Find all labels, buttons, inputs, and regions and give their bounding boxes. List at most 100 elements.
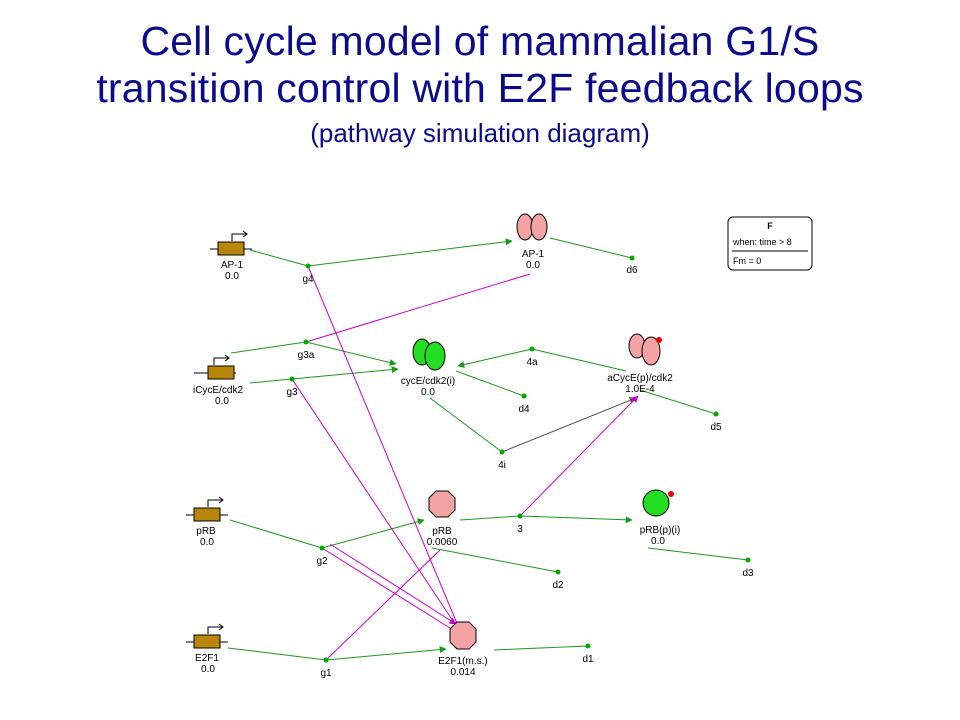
arc-g3a-cyce — [305, 341, 397, 366]
reaction-node-3[interactable] — [517, 513, 523, 519]
reaction-label-d1: d1 — [582, 654, 594, 665]
arc-prbp-d3 — [647, 547, 749, 561]
gene-box — [207, 365, 235, 380]
species-cyce[interactable]: cycE/cdk2(i) 0.0 — [401, 338, 455, 398]
reaction-node-g1[interactable] — [323, 657, 329, 663]
gene-label: AP-1 — [221, 260, 244, 271]
promoter-arrow-icon — [207, 499, 222, 507]
green-arcs — [227, 237, 749, 661]
species-prb[interactable]: pRB 0.0060 — [427, 490, 458, 548]
reaction-node-g2[interactable] — [319, 545, 325, 551]
phospho-icon — [668, 491, 674, 497]
reaction-label-d4: d4 — [518, 404, 530, 415]
species-value: 0.0060 — [427, 537, 458, 548]
gene-label: iCycE/cdk2 — [193, 385, 243, 396]
arc-acyce-d5 — [639, 389, 717, 415]
reg-e2f1-g4 — [307, 265, 459, 627]
gene-box — [193, 507, 221, 522]
species-label: cycE/cdk2(i) — [401, 376, 455, 387]
arc-4a-cyce — [457, 348, 533, 369]
function-box[interactable]: F when: time > 8 Fm = 0 — [727, 216, 813, 271]
reg-e2f1-g2 — [321, 547, 451, 629]
promoter-arrow-icon — [213, 357, 228, 365]
species-e2f1[interactable]: E2F1(m.s.) 0.014 — [438, 621, 488, 678]
arc-icyce-g3a — [230, 341, 307, 354]
arc-prb-d2 — [431, 547, 559, 573]
reaction-label-d3: d3 — [742, 568, 754, 579]
reg-ap1-g3a — [305, 273, 531, 343]
gene-value: 0.0 — [201, 664, 215, 675]
reg-g2-e2f1 — [329, 543, 457, 625]
reaction-label-3: 3 — [517, 524, 523, 535]
gene-box — [193, 634, 221, 649]
species-label: aCycE(p)/cdk2 — [607, 373, 673, 384]
gene-ap1[interactable]: AP-1 0.0 — [210, 230, 252, 282]
arc-cyce-d4 — [455, 370, 525, 397]
title-block: Cell cycle model of mammalian G1/S trans… — [0, 18, 960, 150]
species-label: pRB(p)(i) — [640, 525, 681, 536]
arc-cyce-4i — [429, 397, 503, 453]
species-value: 0.0 — [651, 536, 665, 547]
species-value: 0.014 — [450, 667, 475, 678]
species-ap1[interactable]: AP-1 0.0 — [516, 213, 548, 271]
reg-prb-g1 — [325, 549, 441, 661]
arc-4i-acyce — [501, 397, 637, 453]
species-value: 0.0 — [526, 260, 540, 271]
reaction-node-d5[interactable] — [713, 411, 719, 417]
reaction-node-d6[interactable] — [629, 255, 635, 261]
reaction-label-g3a: g3a — [298, 350, 315, 361]
gene-prb[interactable]: pRB 0.0 — [186, 496, 228, 548]
gene-icyce[interactable]: iCycE/cdk2 0.0 — [193, 354, 243, 407]
reaction-node-g3[interactable] — [289, 376, 295, 382]
gene-value: 0.0 — [225, 271, 239, 282]
reaction-label-g2: g2 — [316, 556, 328, 567]
arc-g1-e2f1 — [325, 646, 447, 661]
species-acyce[interactable]: aCycE(p)/cdk2 1.0E-4 — [607, 333, 673, 395]
species-prbp[interactable]: pRB(p)(i) 0.0 — [640, 489, 681, 547]
title-line-2: transition control with E2F feedback loo… — [96, 65, 864, 111]
gene-value: 0.0 — [215, 396, 229, 407]
reaction-label-d2: d2 — [552, 580, 564, 591]
species-value: 1.0E-4 — [625, 384, 655, 395]
subtitle: (pathway simulation diagram) — [310, 118, 650, 148]
magenta-arcs — [291, 265, 639, 661]
reaction-label-g3: g3 — [286, 387, 298, 398]
protein-icon — [424, 341, 446, 371]
reaction-label-4i: 4i — [498, 460, 506, 471]
protein-icon — [641, 336, 661, 366]
gene-value: 0.0 — [200, 537, 214, 548]
reg-e2f1-g3 — [291, 378, 456, 625]
arc-3-prbp — [519, 515, 633, 524]
reaction-label-g1: g1 — [320, 668, 332, 679]
arc-g3-cyce — [291, 366, 399, 380]
reaction-label-g4: g4 — [302, 274, 314, 285]
reaction-labels: g4 d6 g3a g3 4a d4 d5 4i g2 3 d2 d3 g1 d… — [286, 265, 754, 679]
arc-e2f1-d1 — [493, 645, 589, 651]
phospho-icon — [656, 337, 662, 343]
reaction-label-d6: d6 — [626, 265, 638, 276]
arc-prbgene-g2 — [229, 519, 323, 549]
arc-ap1-d6 — [549, 237, 633, 259]
arc-icyce-g3 — [249, 378, 293, 384]
reaction-node-d4[interactable] — [521, 393, 527, 399]
reaction-node-4a[interactable] — [529, 346, 535, 352]
function-assignment: Fm = 0 — [733, 256, 761, 266]
reaction-node-4i[interactable] — [499, 449, 505, 455]
reaction-node-d2[interactable] — [555, 569, 561, 575]
reaction-nodes — [289, 255, 751, 663]
reaction-node-d1[interactable] — [585, 643, 591, 649]
protein-icon — [449, 621, 477, 650]
arc-acyce-4a — [531, 348, 627, 372]
arc-g2-prb — [321, 518, 425, 549]
reaction-node-g3a[interactable] — [303, 339, 309, 345]
reg-3-acyce — [519, 395, 639, 517]
gene-e2f1[interactable]: E2F1 0.0 — [186, 623, 228, 675]
gene-box — [217, 241, 245, 256]
protein-icon — [428, 490, 456, 518]
species-label: pRB — [432, 526, 452, 537]
reaction-node-d3[interactable] — [745, 557, 751, 563]
reaction-node-g4[interactable] — [305, 263, 311, 269]
arc-prb-3 — [459, 515, 521, 521]
promoter-arrow-icon — [207, 626, 222, 634]
function-name: F — [767, 221, 773, 231]
